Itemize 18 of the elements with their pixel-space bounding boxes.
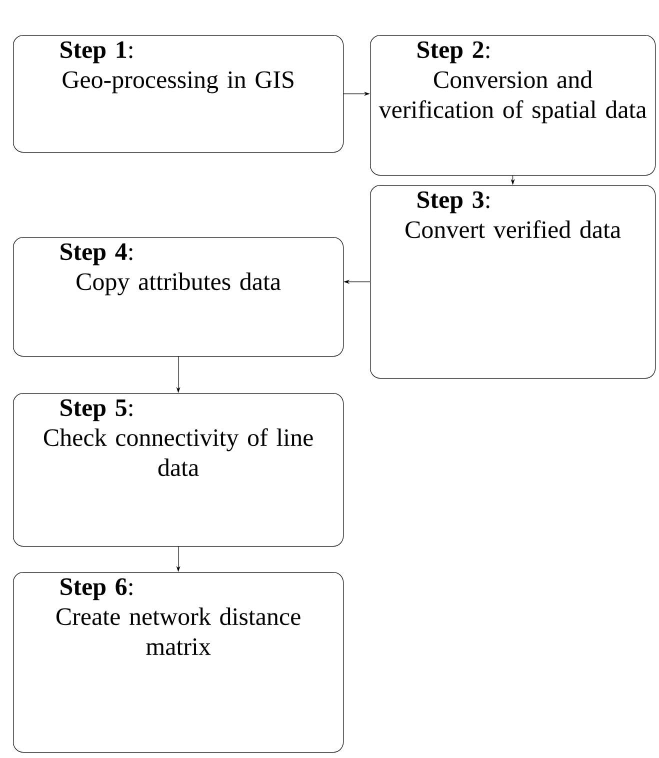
step-description: Convert verified data [406, 220, 621, 238]
process-box [370, 185, 656, 379]
step-heading: Step 2: [418, 41, 490, 64]
process-box [13, 35, 344, 153]
process-box [13, 237, 344, 357]
process-box [13, 393, 344, 547]
process-box [13, 572, 344, 753]
step-heading: Step 3: [418, 191, 490, 214]
step-heading: Step 1: [60, 41, 132, 64]
step-heading: Step 6: [60, 578, 132, 600]
process-box [370, 35, 656, 176]
step-description: Create network distance matrix [56, 608, 300, 656]
step-heading: Step 4: [60, 243, 132, 266]
step-description: Copy attributes data [76, 272, 281, 296]
step-description: Conversion and verification of spatial data [378, 70, 646, 124]
step-description: Check connectivity of line data [44, 428, 313, 476]
step-heading: Step 5: [60, 399, 132, 422]
step-description: Geo-processing in GIS [62, 71, 294, 94]
